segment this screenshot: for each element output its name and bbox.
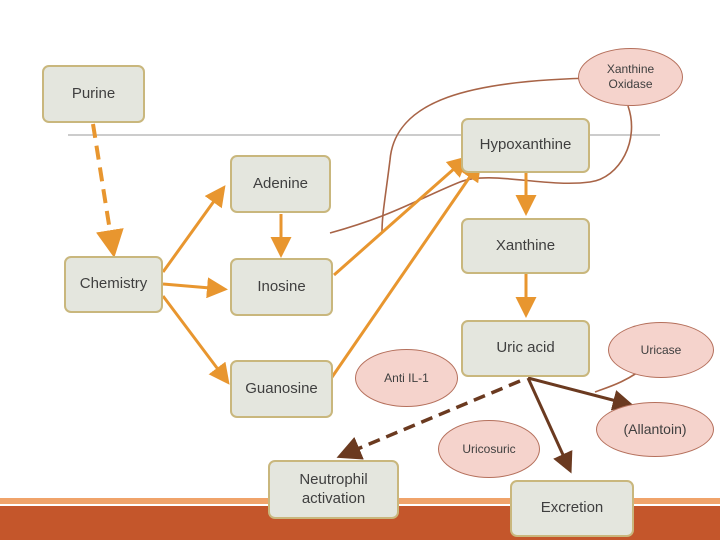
arrow-chemistry-guanosine <box>161 295 230 385</box>
node-inosine: Inosine <box>230 258 333 316</box>
node-excretion: Excretion <box>510 480 634 537</box>
node-uricase: Uricase <box>608 322 714 378</box>
arrow-purine-chemistry <box>91 123 124 258</box>
arrow-inosine-hypoxanthine <box>333 156 469 277</box>
curve-xo-to-inosine <box>381 77 598 233</box>
node-guanosine: Guanosine <box>230 360 333 418</box>
arrow-guanosine-xanthine <box>328 160 482 381</box>
node-uricosuric: Uricosuric <box>438 420 540 478</box>
node-xanthine-oxidase: Xanthine Oxidase <box>578 48 683 106</box>
arrow-uricacid-neutrophil <box>336 379 521 460</box>
arrow-uricacid-excretion <box>526 377 573 474</box>
node-hypoxanthine: Hypoxanthine <box>461 118 590 173</box>
node-uric-acid: Uric acid <box>461 320 590 377</box>
node-chemistry: Chemistry <box>64 256 163 313</box>
curve-xo-to-uric <box>329 105 633 234</box>
arrow-chemistry-inosine <box>162 277 228 299</box>
node-anti-il1: Anti IL-1 <box>355 349 458 407</box>
node-allantoin: (Allantoin) <box>596 402 714 457</box>
arrow-uricacid-allantoin <box>527 376 634 411</box>
node-neutrophil-activation: Neutrophil activation <box>268 460 399 519</box>
arrow-chemistry-adenine <box>161 185 226 273</box>
node-xanthine: Xanthine <box>461 218 590 274</box>
node-purine: Purine <box>42 65 145 123</box>
node-adenine: Adenine <box>230 155 331 213</box>
